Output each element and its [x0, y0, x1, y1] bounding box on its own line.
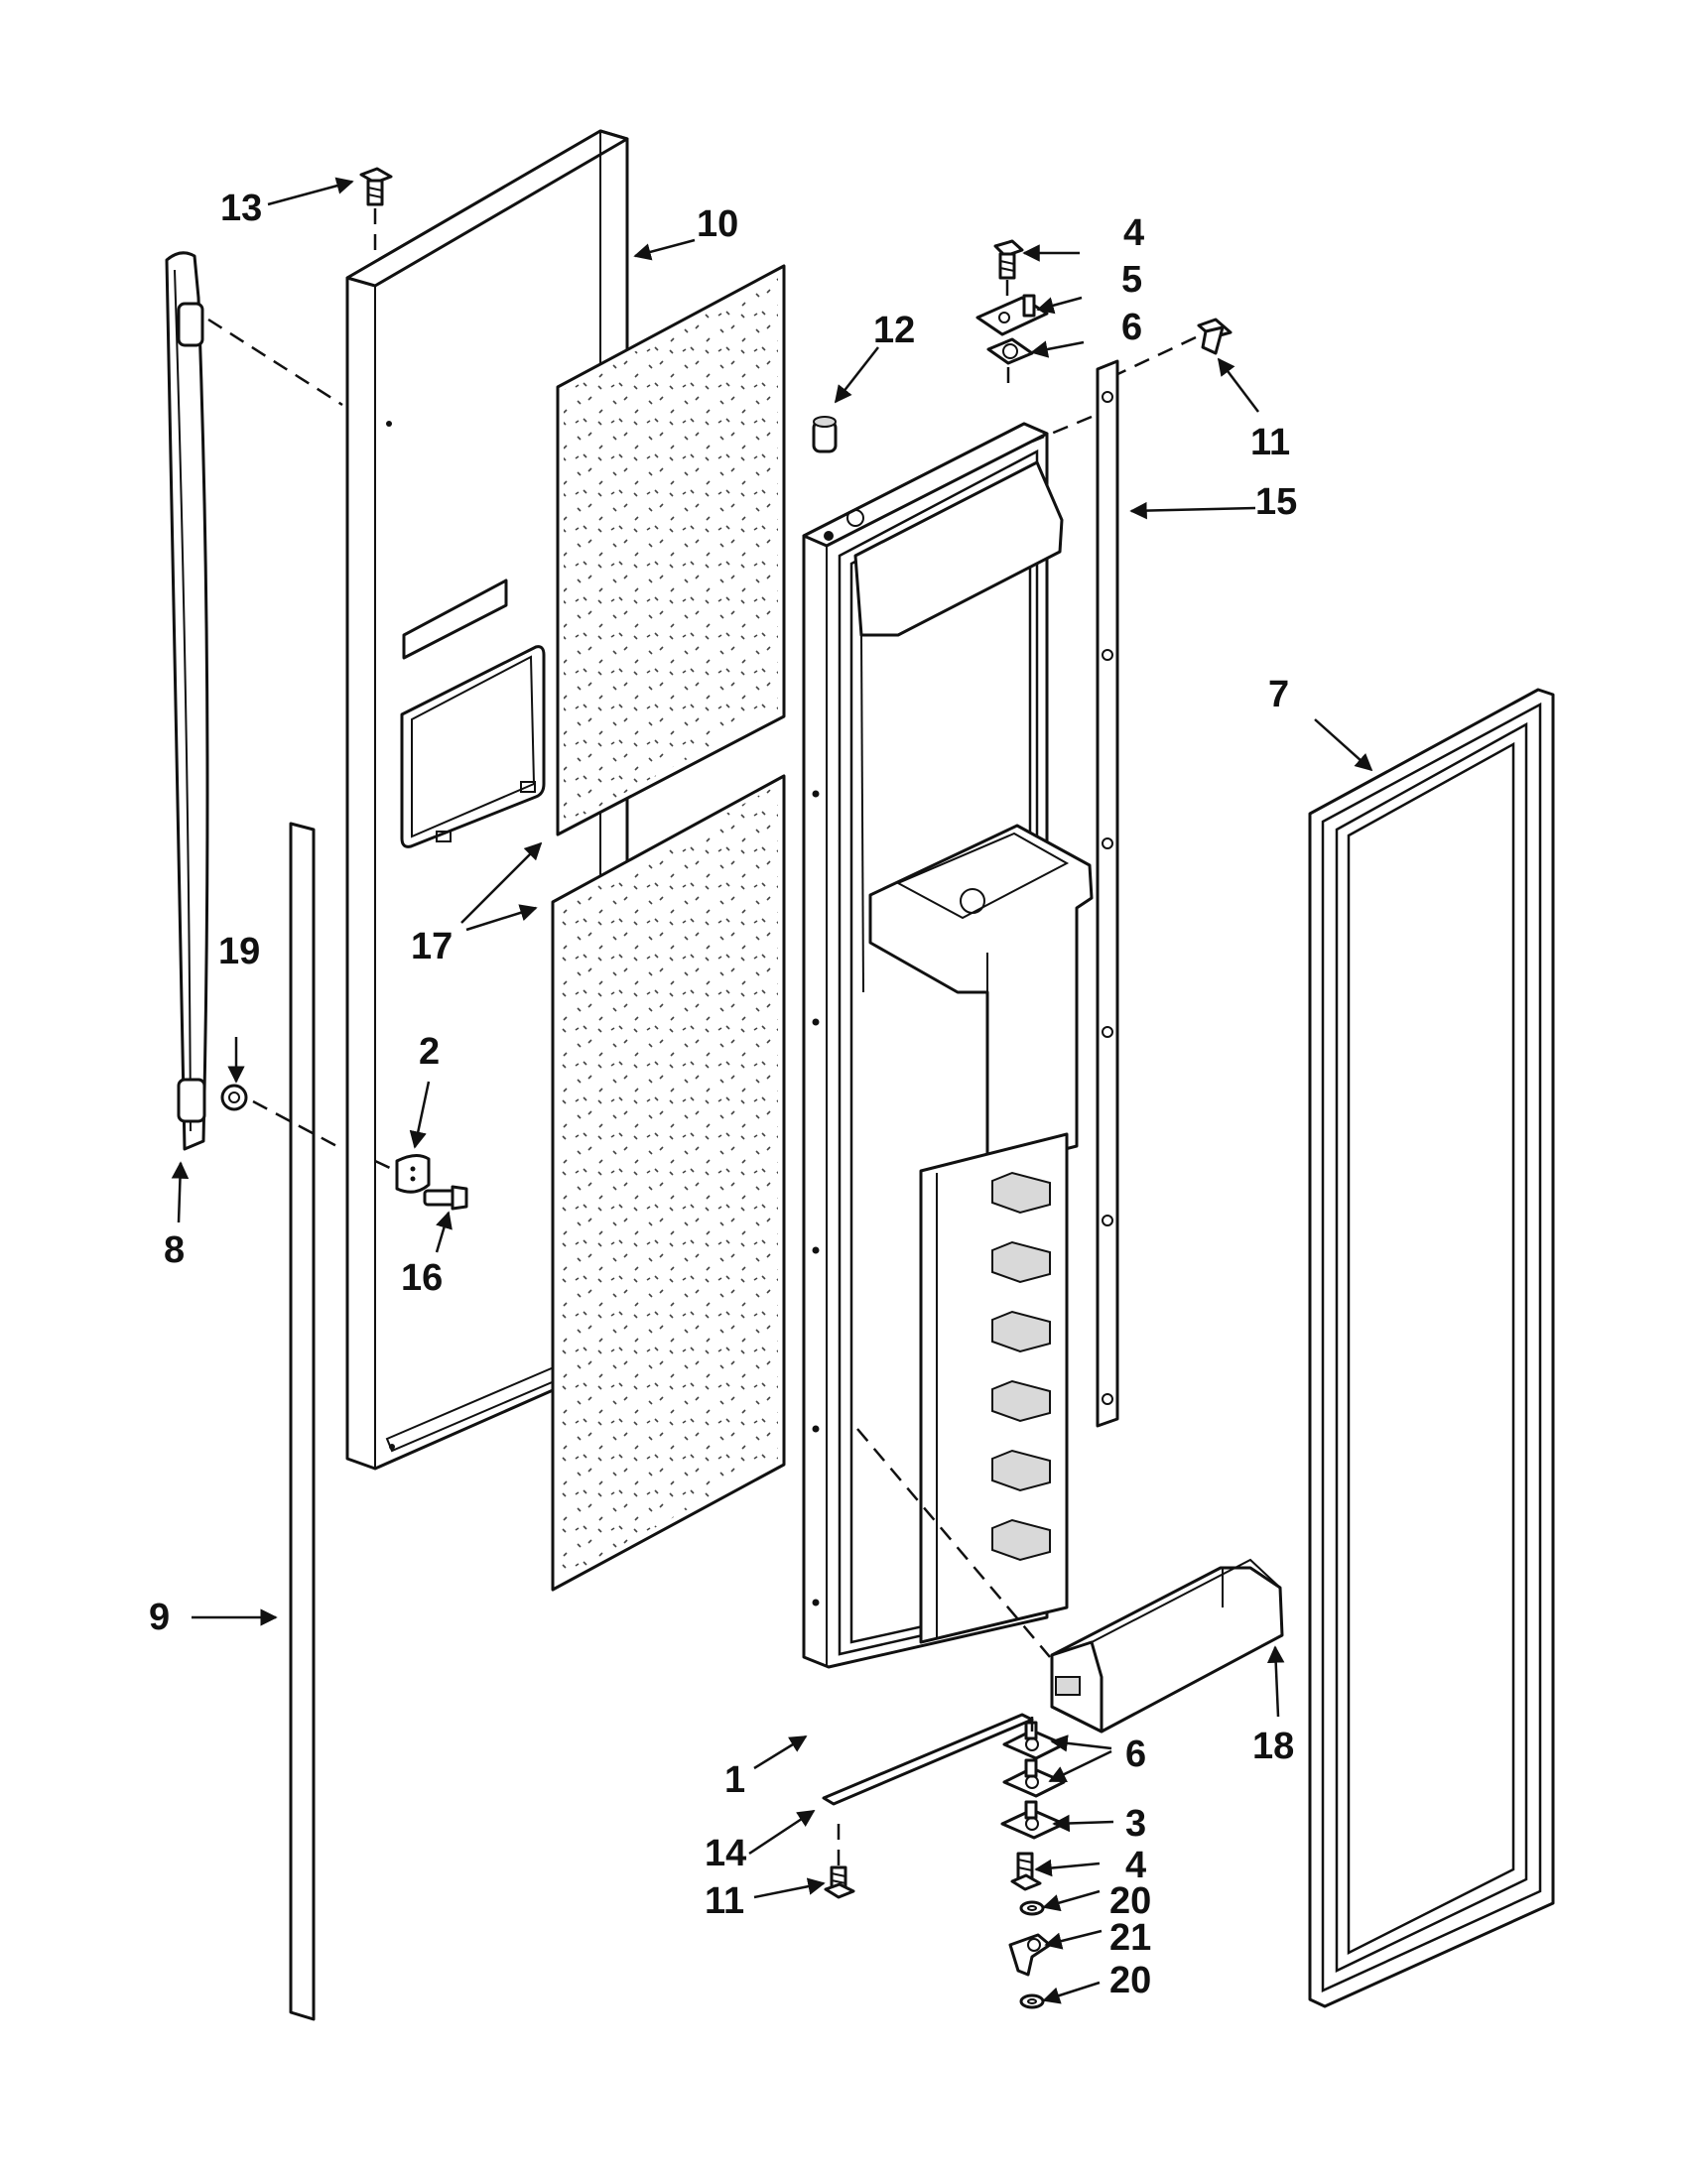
callout-10: 10 [697, 203, 738, 245]
callout-16: 16 [401, 1257, 443, 1299]
door-liner-part-1 [802, 422, 1094, 1669]
callout-11-bottom: 11 [705, 1880, 744, 1922]
callout-15: 15 [1255, 481, 1297, 523]
door-stop-part-12 [812, 416, 838, 453]
callout-2: 2 [419, 1031, 440, 1073]
callout-9: 9 [149, 1597, 170, 1638]
screw-part-11-top [1197, 318, 1233, 355]
screw-part-11-bottom [824, 1865, 855, 1899]
insulation-panel-lower-part-17 [551, 774, 786, 1592]
door-strip-part-15 [1096, 359, 1119, 1428]
callout-1: 1 [724, 1759, 745, 1801]
hinge-plate-part-5 [975, 294, 1049, 336]
door-bin-part-18 [1050, 1558, 1284, 1734]
bottom-trim-part-14 [822, 1713, 1034, 1806]
washer-part-20-upper [1019, 1900, 1045, 1916]
insulation-panel-upper-part-17 [556, 264, 786, 836]
leader-lines [171, 177, 1373, 2004]
hinge-screw-part-4 [993, 239, 1024, 280]
hinge-screw-part-4-bottom [1010, 1852, 1042, 1891]
shelf-supports [991, 1171, 1051, 1562]
trim-strip-part-9 [289, 822, 316, 2021]
callout-4-top: 4 [1123, 212, 1144, 254]
screw-part-16 [423, 1185, 468, 1211]
hinge-bracket-part-3 [1000, 1800, 1066, 1840]
callout-20-lower: 20 [1109, 1960, 1151, 2001]
callout-3: 3 [1125, 1803, 1146, 1845]
callout-14: 14 [705, 1833, 746, 1874]
door-handle-part-8 [165, 251, 209, 1151]
hinge-shim-part-6-top [986, 337, 1034, 365]
hinge-pin-part-21 [1008, 1933, 1052, 1977]
callout-20-upper: 20 [1109, 1880, 1151, 1922]
callout-6-top: 6 [1121, 307, 1142, 348]
callout-6-bottom: 6 [1125, 1734, 1146, 1775]
cover-plate-part-2 [395, 1154, 431, 1194]
callout-12: 12 [873, 310, 915, 351]
callout-5: 5 [1121, 259, 1142, 301]
plug-part-19 [220, 1084, 248, 1111]
washer-part-20-lower [1019, 1993, 1045, 2009]
screw-part-13 [359, 167, 393, 206]
callout-21: 21 [1109, 1917, 1151, 1959]
bottom-hinge-assembly [1000, 1717, 1066, 2009]
callout-11-top: 11 [1250, 422, 1290, 463]
callout-labels: 13 10 4 5 6 12 11 15 7 17 19 2 8 16 9 18… [149, 188, 1297, 2001]
callout-19: 19 [218, 931, 260, 972]
callout-8: 8 [164, 1229, 185, 1271]
door-gasket-part-7 [1308, 688, 1555, 2008]
callout-4-bottom: 4 [1125, 1845, 1146, 1886]
top-hinge-assembly [975, 239, 1049, 389]
callout-17: 17 [411, 926, 453, 967]
callout-13: 13 [220, 188, 262, 229]
callout-18: 18 [1252, 1726, 1294, 1767]
callout-7: 7 [1268, 674, 1289, 715]
